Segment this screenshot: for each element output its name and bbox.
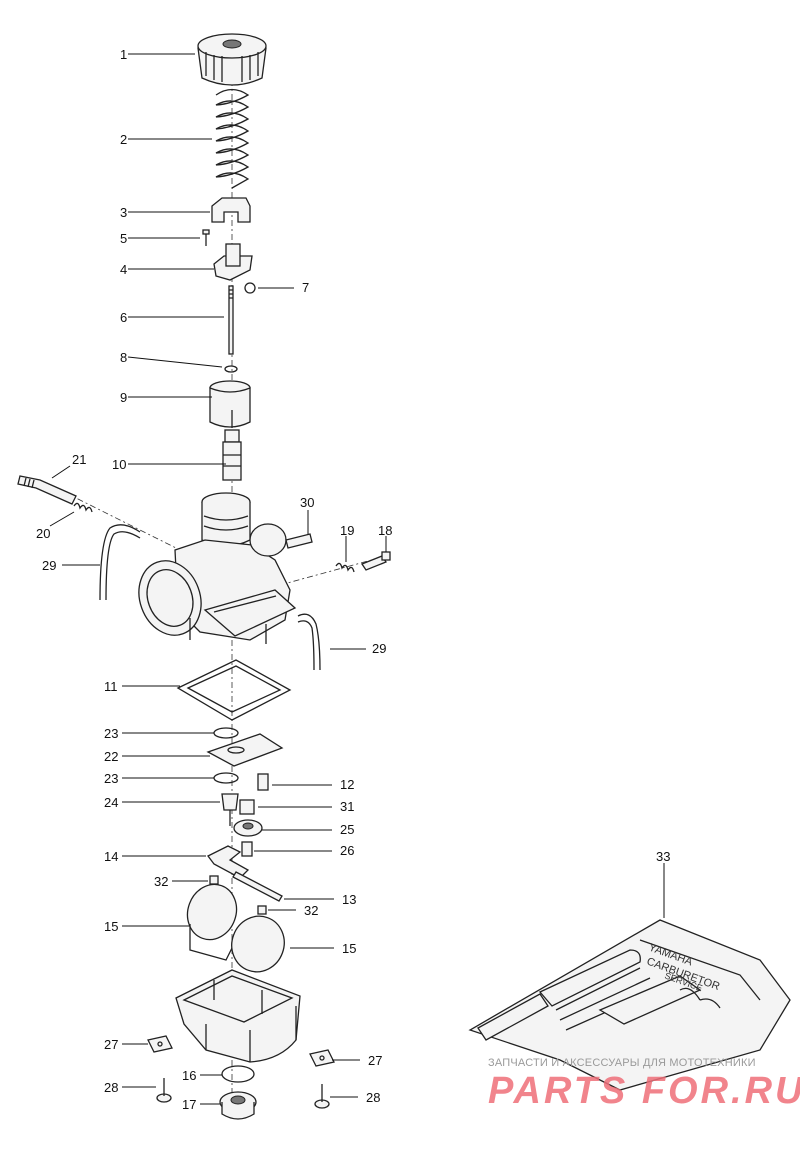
- part-28-right-screw: [314, 1084, 330, 1109]
- callout-number-24: 24: [104, 795, 118, 810]
- callout-number-31: 31: [340, 799, 354, 814]
- callout-number-4: 4: [120, 262, 127, 277]
- callout-number-27: 27: [104, 1037, 118, 1052]
- callout-number-2: 2: [120, 132, 127, 147]
- part-21-pilot-screw: [17, 475, 77, 505]
- callout-number-5: 5: [120, 231, 127, 246]
- part-10-needle-jet: [222, 429, 242, 481]
- callout-number-17: 17: [182, 1097, 196, 1112]
- callout-number-10: 10: [112, 457, 126, 472]
- callout-number-14: 14: [104, 849, 118, 864]
- part-32-right-float-cap: [257, 905, 267, 915]
- part-2-spring: [215, 88, 250, 189]
- part-17-drain-plug: [219, 1091, 257, 1120]
- callout-number-12: 12: [340, 777, 354, 792]
- part-19-throttle-stop-spring: [335, 562, 355, 573]
- callout-leader-20: [49, 511, 75, 527]
- part-11-float-bowl-gasket: [176, 659, 292, 721]
- callout-number-29: 29: [42, 558, 56, 573]
- callout-number-26: 26: [340, 843, 354, 858]
- part-28-left-screw: [156, 1078, 172, 1103]
- part-15-left-float: [186, 883, 238, 961]
- callout-number-1: 1: [120, 47, 127, 62]
- part-16-drain-plug-o-ring: [221, 1065, 255, 1083]
- callout-number-33: 33: [656, 849, 670, 864]
- callout-number-23: 23: [104, 726, 118, 741]
- watermark-brand: PARTS FOR.RU: [488, 1070, 800, 1112]
- callout-number-30: 30: [300, 495, 314, 510]
- part-22-baffle-plate: [206, 733, 284, 767]
- callout-leader-8: [127, 356, 223, 368]
- part-26-main-jet: [241, 841, 253, 857]
- callout-number-11: 11: [104, 679, 118, 694]
- part-27-right-bracket: [309, 1049, 335, 1067]
- part-29-left-vent-hose: [99, 524, 141, 601]
- callout-number-32: 32: [304, 903, 318, 918]
- callout-number-7: 7: [302, 280, 309, 295]
- callout-number-8: 8: [120, 350, 127, 365]
- callout-number-32: 32: [154, 874, 168, 889]
- callout-number-15: 15: [342, 941, 356, 956]
- throttle-screw-axis-line: [279, 554, 391, 586]
- callout-number-6: 6: [120, 310, 127, 325]
- callout-number-16: 16: [182, 1068, 196, 1083]
- part-24-needle-valve-seat: [221, 793, 239, 826]
- callout-number-22: 22: [104, 749, 118, 764]
- carburetor-body: [138, 492, 297, 644]
- part-3-needle-clip-plate: [211, 197, 251, 223]
- part-14-float-arm: [207, 845, 250, 879]
- callout-number-9: 9: [120, 390, 127, 405]
- part-18-throttle-stop-screw: [361, 551, 391, 571]
- part-13-float-pin: [232, 871, 283, 902]
- part-30-cable-adjuster: [285, 533, 313, 549]
- part-7-e-clip: [244, 282, 256, 294]
- part-27-left-bracket: [147, 1035, 173, 1053]
- part-15-right-float: [231, 915, 285, 973]
- part-31-main-jet-holder: [239, 799, 255, 815]
- part-9-throttle-slide: [209, 380, 251, 428]
- part-23-upper-o-ring: [213, 727, 239, 739]
- part-6-jet-needle: [228, 285, 234, 355]
- part-5-screw: [202, 229, 210, 246]
- callout-number-29: 29: [372, 641, 386, 656]
- callout-number-21: 21: [72, 452, 86, 467]
- callout-number-28: 28: [366, 1090, 380, 1105]
- part-4-needle-holder: [213, 243, 253, 281]
- callout-number-3: 3: [120, 205, 127, 220]
- callout-number-28: 28: [104, 1080, 118, 1095]
- part-29-right-vent-hose: [297, 613, 321, 671]
- callout-number-15: 15: [104, 919, 118, 934]
- callout-number-20: 20: [36, 526, 50, 541]
- part-25-main-jet-washer: [233, 819, 263, 837]
- callout-number-13: 13: [342, 892, 356, 907]
- part-33-tool-kit: YAMAHA CARBURETOR SERVICE: [468, 919, 791, 1091]
- callout-number-25: 25: [340, 822, 354, 837]
- part-12-pilot-jet: [257, 773, 269, 791]
- callout-leader-21: [51, 465, 71, 479]
- watermark-tagline: ЗАПЧАСТИ И АКСЕССУАРЫ ДЛЯ МОТОТЕХНИКИ: [488, 1057, 756, 1069]
- callout-number-23: 23: [104, 771, 118, 786]
- part-8-washer: [224, 365, 238, 373]
- part-20-pilot-screw-spring: [73, 502, 93, 513]
- part-1-top-cap: [197, 33, 267, 86]
- part-32-left-float-cap: [209, 875, 219, 885]
- callout-number-19: 19: [340, 523, 354, 538]
- callout-number-18: 18: [378, 523, 392, 538]
- callout-number-27: 27: [368, 1053, 382, 1068]
- float-bowl: [175, 969, 301, 1063]
- part-23-lower-o-ring: [213, 772, 239, 784]
